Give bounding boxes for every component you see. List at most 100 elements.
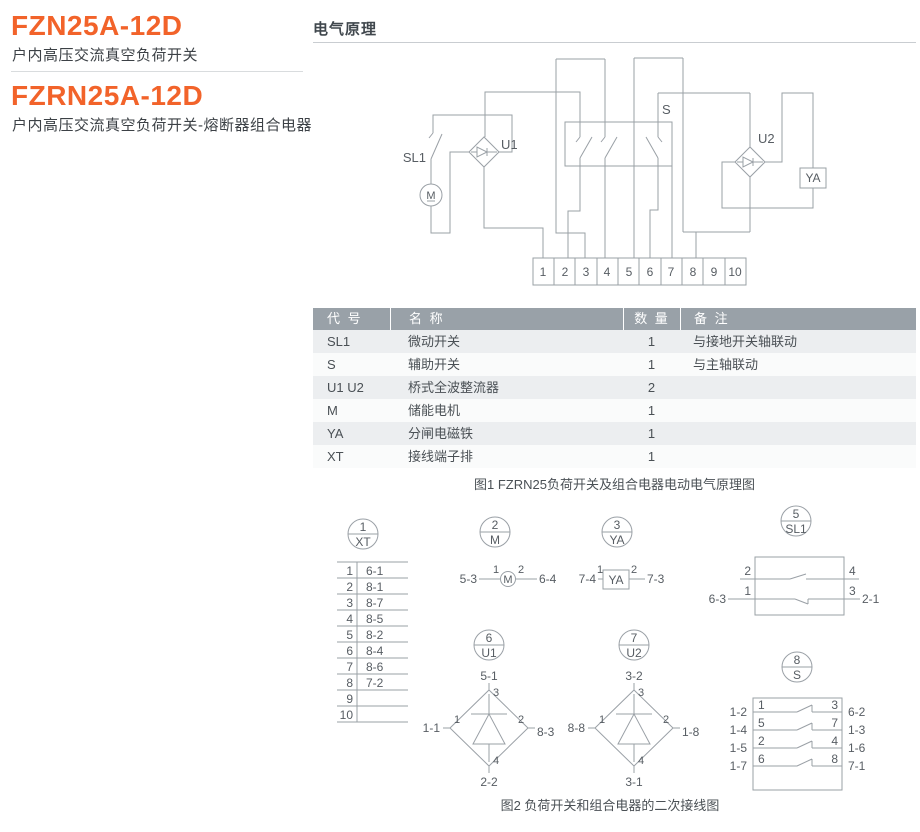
section-title: 电气原理 xyxy=(313,21,378,38)
u2-diode-triangle2 xyxy=(617,712,651,745)
s-contact-2 xyxy=(753,722,842,731)
cell-qty: 2 xyxy=(647,380,656,395)
ya-box xyxy=(799,167,827,189)
m-left-ref: 5-3 xyxy=(460,572,478,586)
wire-sl1-loop xyxy=(432,114,513,153)
s-outer-left: 1-4 xyxy=(730,723,748,737)
u1-stubs xyxy=(443,683,535,773)
switch2 xyxy=(600,136,618,258)
s-contact-3 xyxy=(753,740,842,749)
label-u1: U1 xyxy=(501,137,518,152)
m-pin-left: 1 xyxy=(493,564,499,576)
u1-left-ref: 1-1 xyxy=(423,721,441,735)
s-pin-right: 4 xyxy=(831,734,838,748)
xt-row-val: 8-5 xyxy=(366,612,384,626)
table-row: XT 接线端子排 1 xyxy=(313,445,916,468)
parts-table-header: 代 号 名 称 数 量 备 注 xyxy=(313,308,916,330)
s-pin-left: 5 xyxy=(758,716,765,730)
ya-pin-right: 2 xyxy=(631,564,637,576)
s-pin-right: 8 xyxy=(831,752,838,766)
table-row: S 辅助开关 1 与主轴联动 xyxy=(313,353,916,376)
cell-qty: 1 xyxy=(647,449,656,464)
xt-row-term: 6 xyxy=(346,644,353,658)
s-badge-num: 8 xyxy=(794,653,801,667)
sl1-outer-left: 6-3 xyxy=(709,592,727,606)
cell-qty: 1 xyxy=(647,357,656,372)
parts-table: 代 号 名 称 数 量 备 注 SL1 微动开关 1 与接地开关轴联动 S 辅助… xyxy=(313,308,916,468)
terminal-9: 9 xyxy=(711,265,718,279)
cell-name: 辅助开关 xyxy=(408,357,461,372)
sl1-pin-tr: 4 xyxy=(849,564,856,578)
xt-row-term: 8 xyxy=(346,676,353,690)
col-header-note: 备 注 xyxy=(680,308,916,330)
u2-bottom-ref: 3-1 xyxy=(625,775,643,789)
wire-u2left-ya xyxy=(721,161,814,209)
u2-pin-bottom: 4 xyxy=(638,755,644,767)
wire-staple2 xyxy=(633,57,684,258)
xt-row-val: 8-7 xyxy=(366,596,384,610)
m-pin-right: 2 xyxy=(518,564,524,576)
u1-badge-label: U1 xyxy=(481,646,497,660)
s-pin-right: 7 xyxy=(831,716,838,730)
switch3 xyxy=(645,136,663,258)
u1-pin-left: 1 xyxy=(454,714,460,726)
m-badge-label: M xyxy=(490,533,500,547)
ya-symbol: YA xyxy=(608,573,623,587)
cell-qty: 1 xyxy=(647,334,656,349)
switch1 xyxy=(567,136,593,258)
col-header-qty: 数 量 xyxy=(623,308,680,330)
sl1-badge-label: SL1 xyxy=(785,522,807,536)
xt-row-val: 7-2 xyxy=(366,676,384,690)
terminal-dividers xyxy=(553,258,726,285)
u1-pin-bottom: 4 xyxy=(493,755,499,767)
cell-code: S xyxy=(327,357,336,372)
u2-pin-right: 2 xyxy=(663,714,669,726)
cell-note xyxy=(680,422,916,445)
terminal-2: 2 xyxy=(562,265,569,279)
cell-qty: 1 xyxy=(647,426,656,441)
terminal-3: 3 xyxy=(583,265,590,279)
xt-row-term: 5 xyxy=(346,628,353,642)
col-header-code: 代 号 xyxy=(327,311,363,326)
wire-m-u1left xyxy=(430,151,469,234)
product1-description: 户内高压交流真空负荷开关 xyxy=(12,47,199,64)
s-outer-right: 1-6 xyxy=(848,741,866,755)
sl1-badge-num: 5 xyxy=(793,507,800,521)
xt-row-term: 9 xyxy=(346,692,353,706)
ya-pin-left: 1 xyxy=(597,564,603,576)
u2-left-ref: 8-8 xyxy=(568,721,586,735)
s-outer-left: 1-5 xyxy=(730,741,748,755)
u2-diode-leads xyxy=(737,158,763,166)
terminal-5: 5 xyxy=(626,265,633,279)
terminal-4: 4 xyxy=(604,265,611,279)
figure2-wiring: 1 XT 1 6-1 2 8-1 3 8-7 4 8-5 5 8-2 6 8-4… xyxy=(337,505,880,791)
ya-badge-label: YA xyxy=(609,533,624,547)
xt-row-term: 4 xyxy=(346,612,353,626)
sl1-outer-right: 2-1 xyxy=(862,592,880,606)
product1-model: FZN25A-12D xyxy=(11,10,183,41)
table-row: M 储能电机 1 xyxy=(313,399,916,422)
terminal-7: 7 xyxy=(668,265,675,279)
xt-table-grid xyxy=(337,561,408,723)
sl1-pin-bl: 1 xyxy=(744,584,751,598)
sl1-box xyxy=(754,556,845,616)
s-box xyxy=(752,697,843,791)
terminal-8: 8 xyxy=(690,265,697,279)
s-outer-right: 1-3 xyxy=(848,723,866,737)
section-divider xyxy=(313,42,916,43)
cell-name: 微动开关 xyxy=(408,334,461,349)
aux-switch-box xyxy=(564,121,673,167)
figure1-caption: 图1 FZRN25负荷开关及组合电器电动电气原理图 xyxy=(474,477,755,492)
sl1-contact-bottom xyxy=(728,598,860,605)
terminal-10: 10 xyxy=(728,265,742,279)
wire-u2bottom-t8 xyxy=(683,177,751,258)
cell-note xyxy=(680,445,916,468)
ya-right-ref: 7-3 xyxy=(647,572,665,586)
xt-row-val: 8-4 xyxy=(366,644,384,658)
s-pin-right: 3 xyxy=(831,698,838,712)
u1-pin-top: 3 xyxy=(493,687,499,699)
wire-u1bottom-t1 xyxy=(483,167,544,258)
u1-diode-leads xyxy=(471,148,497,156)
terminal-1: 1 xyxy=(540,265,547,279)
label-u2: U2 xyxy=(758,131,775,146)
